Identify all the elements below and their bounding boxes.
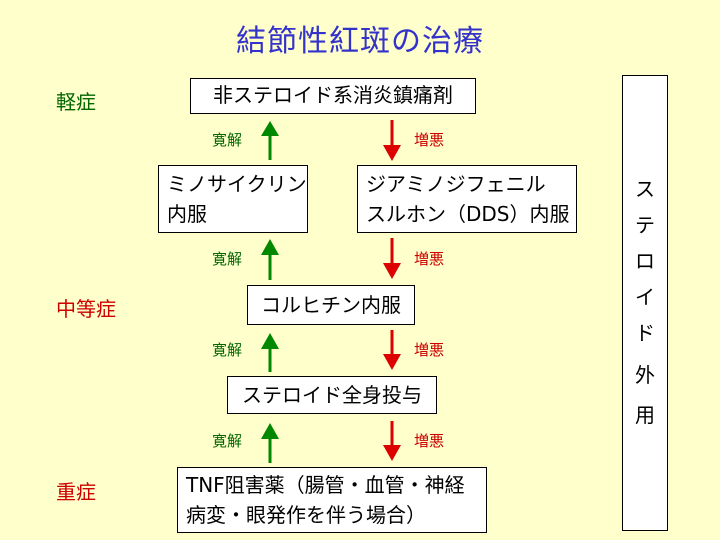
- worsening-arrow-4: [383, 421, 401, 461]
- box-tnf-inhibitor: TNF阻害薬（腸管・血管・神経 病変・眼発作を伴う場合）: [177, 467, 487, 533]
- remission-label-2: 寛解: [212, 250, 243, 268]
- topical-steroid-box: ス テ ロ イ ド 外 用: [622, 75, 668, 531]
- topical-steroid-char-6: 外: [635, 363, 655, 387]
- box-dds-line1: ジアミノジフェニル: [366, 172, 546, 196]
- worsening-arrow-1: [383, 120, 401, 161]
- severity-mild-label: 軽症: [56, 90, 96, 114]
- box-tnf-line1: TNF阻害薬（腸管・血管・神経: [186, 473, 465, 497]
- worsening-label-1: 増悪: [414, 131, 445, 149]
- remission-arrow-2: [261, 239, 279, 280]
- box-dds-line2: スルホン（DDS）内服: [366, 202, 570, 226]
- box-systemic-steroid: ステロイド全身投与: [227, 376, 437, 414]
- severity-moderate-label: 中等症: [56, 297, 116, 321]
- remission-label-3: 寛解: [212, 341, 243, 359]
- remission-arrow-4: [261, 423, 279, 463]
- box-tnf-line2: 病変・眼発作を伴う場合）: [186, 503, 426, 527]
- box-minocycline-line1: ミノサイクリン: [167, 172, 307, 196]
- box-minocycline: ミノサイクリン 内服: [158, 165, 308, 233]
- box-nsaids: 非ステロイド系消炎鎮痛剤: [190, 78, 476, 114]
- topical-steroid-char-2: テ: [635, 213, 655, 237]
- box-minocycline-line2: 内服: [167, 202, 207, 226]
- remission-label-1: 寛解: [212, 131, 243, 149]
- box-dds: ジアミノジフェニル スルホン（DDS）内服: [357, 165, 577, 233]
- severity-severe-label: 重症: [56, 480, 96, 504]
- topical-steroid-char-4: イ: [635, 285, 655, 309]
- worsening-label-4: 増悪: [414, 432, 445, 450]
- worsening-label-2: 増悪: [414, 250, 445, 268]
- topical-steroid-char-3: ロ: [635, 249, 655, 273]
- remission-arrow-3: [261, 333, 279, 372]
- topical-steroid-char-1: ス: [635, 177, 655, 201]
- worsening-arrow-3: [383, 330, 401, 370]
- topical-steroid-char-5: ド: [635, 321, 655, 345]
- box-colchicine: コルヒチン内服: [247, 285, 415, 325]
- remission-label-4: 寛解: [212, 432, 243, 450]
- remission-arrow-1: [261, 121, 279, 160]
- worsening-label-3: 増悪: [414, 341, 445, 359]
- worsening-arrow-2: [383, 238, 401, 279]
- topical-steroid-char-7: 用: [635, 403, 655, 427]
- page-title: 結節性紅斑の治療: [236, 24, 484, 59]
